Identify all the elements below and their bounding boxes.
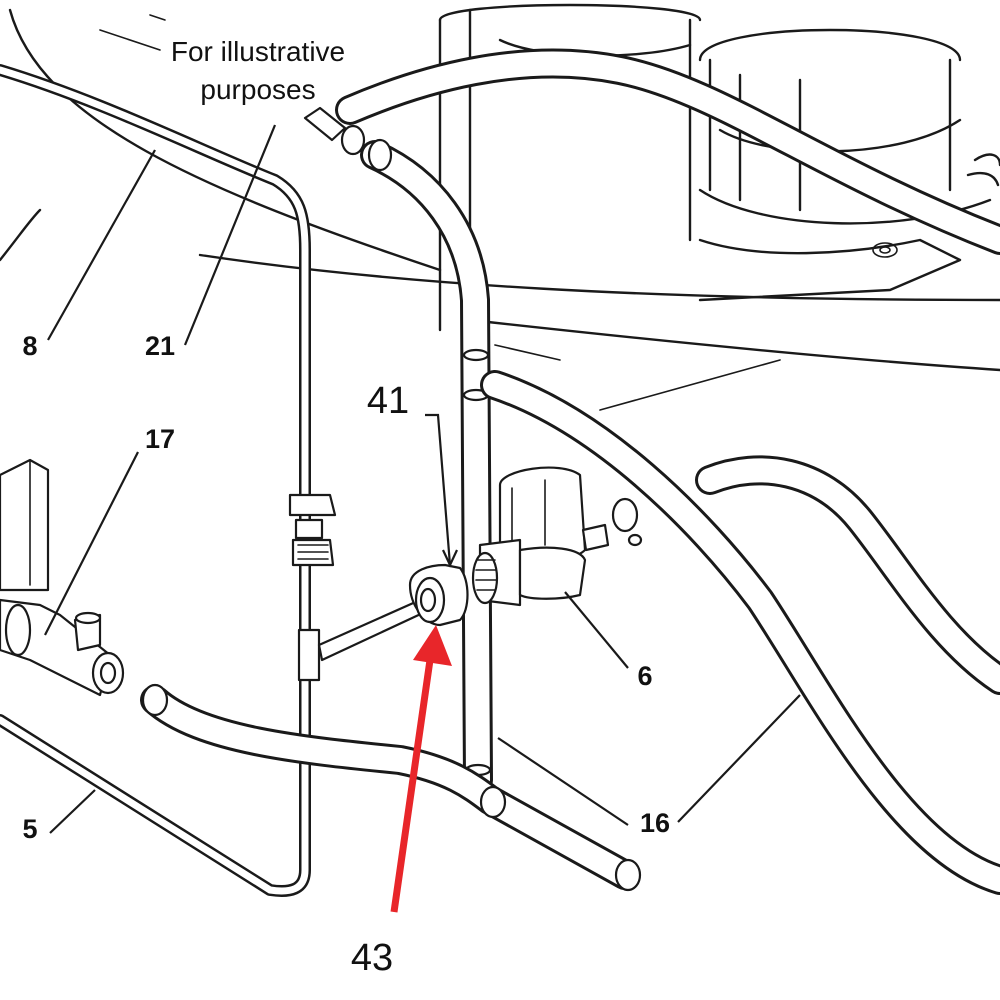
part-label-21: 21 (145, 331, 175, 361)
callout-41: 41 (367, 380, 409, 422)
hose-16 (480, 370, 1000, 895)
part-43-nut[interactable] (408, 563, 469, 627)
lower-hose (140, 683, 642, 892)
vertical-hose (360, 138, 493, 795)
part-label-8: 8 (22, 331, 37, 361)
tube-8 (0, 64, 311, 897)
valve-6[interactable] (471, 466, 643, 607)
upper-hose (303, 48, 1000, 255)
part-label-17: 17 (145, 424, 175, 454)
machine-housing (0, 3, 1000, 411)
part-label-16: 16 (640, 808, 670, 838)
tee-connector (288, 493, 427, 682)
callout-43: 43 (351, 937, 393, 979)
fitting-17[interactable] (0, 458, 125, 697)
caption-line-2: purposes (200, 74, 315, 105)
part-label-5: 5 (22, 814, 37, 844)
highlight-arrow (390, 625, 452, 913)
caption-line-1: For illustrative (171, 36, 345, 67)
part-label-6: 6 (637, 661, 652, 691)
leader-lines (44, 124, 801, 834)
